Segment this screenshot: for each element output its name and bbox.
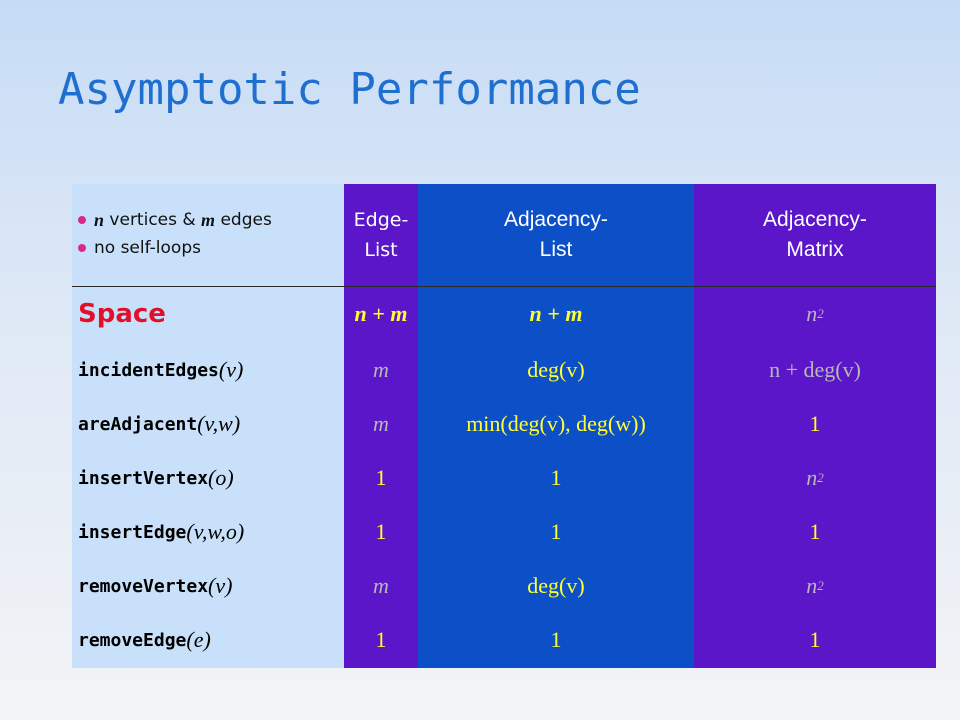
cell-insert-edge-adjacency-matrix: 1 xyxy=(809,519,821,544)
method-name: insertVertex xyxy=(78,467,209,489)
row-label-are-adjacent: areAdjacent(v,w) xyxy=(78,398,240,450)
header-line: Matrix xyxy=(786,238,844,261)
method-args: (v) xyxy=(208,573,233,598)
assumption-no-self-loops: no self-loops xyxy=(78,234,272,262)
row-label-space: Space xyxy=(78,288,166,340)
method-args: (v) xyxy=(218,357,244,382)
bullet-dot xyxy=(78,244,86,252)
header-line: Adjacency- xyxy=(504,208,608,231)
header-line: List xyxy=(539,238,573,261)
edge-list-column-bg xyxy=(344,184,418,668)
method-name: removeEdge xyxy=(78,629,187,651)
var-n: n xyxy=(94,209,105,230)
var-m: m xyxy=(201,209,216,230)
cell-are-adjacent-adjacency-matrix: 1 xyxy=(809,411,821,436)
cell-incident-edges-edge-list: m xyxy=(373,357,389,382)
cell-remove-edge-adjacency-list: 1 xyxy=(550,627,562,652)
row-label-remove-vertex: removeVertex(v) xyxy=(78,560,232,612)
assumptions-list: n vertices & m edges no self-loops xyxy=(78,206,272,262)
method-args: (v,w) xyxy=(197,411,241,436)
cell-incident-edges-adjacency-list: deg(v) xyxy=(527,357,585,382)
assumption-text: edges xyxy=(215,210,272,230)
method-column-bg xyxy=(72,184,344,668)
cell-are-adjacent-edge-list: m xyxy=(373,411,389,436)
header-adjacency-list: Adjacency- List xyxy=(418,184,694,286)
method-name: areAdjacent xyxy=(78,413,198,435)
cell-remove-vertex-edge-list: m xyxy=(373,573,389,598)
method-args: (v,w,o) xyxy=(186,519,245,544)
cell-are-adjacent-adjacency-list: min(deg(v), deg(w)) xyxy=(466,411,646,436)
cell-space-edge-list: n + m xyxy=(354,301,408,326)
adjacency-list-column-bg xyxy=(418,184,694,668)
bullet-dot xyxy=(78,216,86,224)
row-label-incident-edges: incidentEdges(v) xyxy=(78,344,243,396)
assumption-vertices-edges: n vertices & m edges xyxy=(78,206,272,234)
cell-remove-edge-edge-list: 1 xyxy=(375,627,387,652)
header-divider xyxy=(72,286,936,287)
method-name: incidentEdges xyxy=(78,359,219,381)
row-label-insert-vertex: insertVertex(o) xyxy=(78,452,234,504)
header-line: Adjacency- xyxy=(763,208,867,231)
space-label: Space xyxy=(78,299,166,329)
row-label-remove-edge: removeEdge(e) xyxy=(78,614,211,666)
performance-table: n vertices & m edges no self-loops Edge-… xyxy=(72,184,936,668)
row-label-insert-edge: insertEdge(v,w,o) xyxy=(78,506,244,558)
method-name: removeVertex xyxy=(78,575,209,597)
header-adjacency-matrix: Adjacency- Matrix xyxy=(694,184,936,286)
method-name: insertEdge xyxy=(78,521,187,543)
cell-insert-edge-adjacency-list: 1 xyxy=(550,519,562,544)
header-edge-list: Edge- List xyxy=(344,184,418,286)
cell-insert-vertex-adjacency-list: 1 xyxy=(550,465,562,490)
cell-incident-edges-adjacency-matrix: n + deg(v) xyxy=(769,357,861,382)
header-line: List xyxy=(364,239,398,261)
assumption-text: vertices & xyxy=(104,210,202,230)
slide-title: Asymptotic Performance xyxy=(58,64,641,115)
header-line: Edge- xyxy=(353,209,409,231)
assumption-text: no self-loops xyxy=(94,238,201,258)
method-args: (e) xyxy=(186,627,211,652)
cell-space-adjacency-list: n + m xyxy=(529,301,583,326)
cell-insert-vertex-edge-list: 1 xyxy=(375,465,387,490)
cell-remove-vertex-adjacency-list: deg(v) xyxy=(527,573,585,598)
method-args: (o) xyxy=(208,465,234,490)
cell-insert-edge-edge-list: 1 xyxy=(375,519,387,544)
cell-remove-edge-adjacency-matrix: 1 xyxy=(809,627,821,652)
adjacency-matrix-column-bg xyxy=(694,184,936,668)
